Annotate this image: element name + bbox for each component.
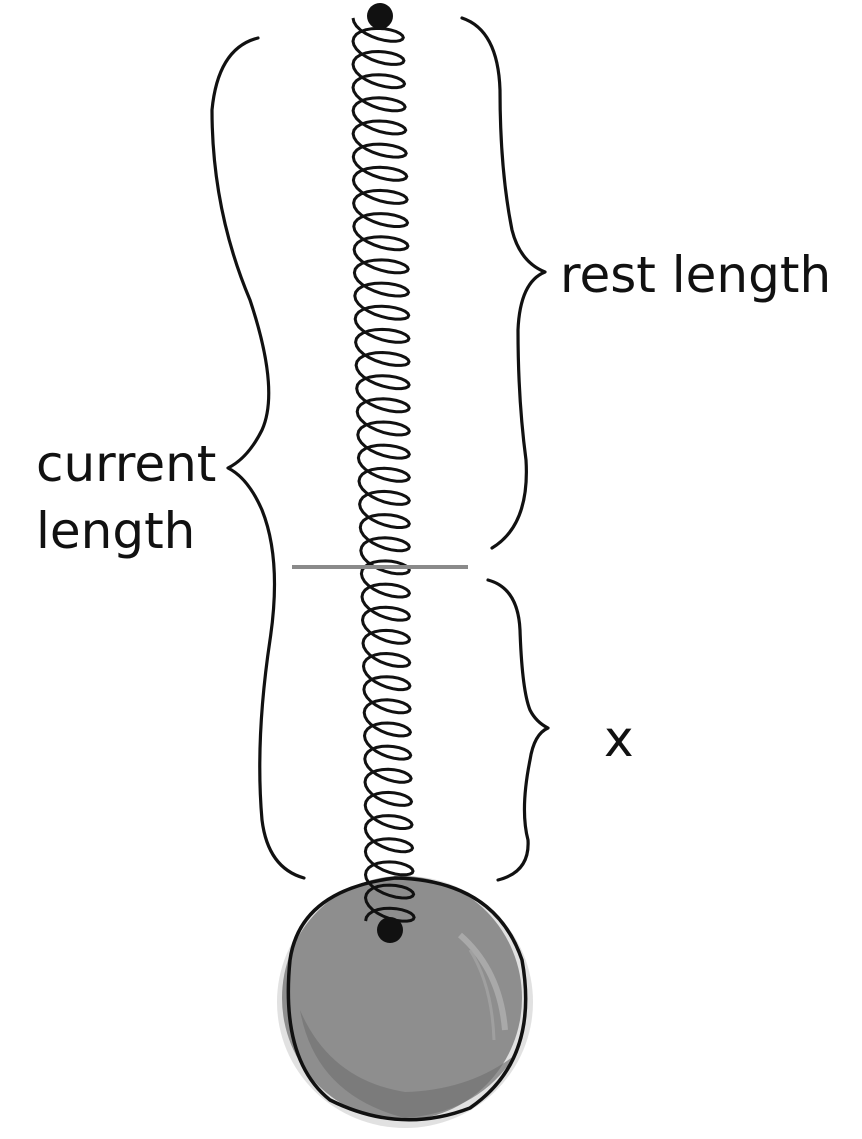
rest-length-label: rest length	[560, 246, 831, 304]
top-anchor-point	[367, 3, 393, 29]
displacement-brace	[486, 578, 550, 882]
current-length-label-line1: current	[36, 435, 216, 493]
mass-ball-outline	[286, 876, 528, 1122]
mass-ball-highlight-2	[468, 949, 496, 1041]
rest-length-brace	[460, 16, 547, 550]
displacement-label: x	[604, 710, 634, 768]
mass-ball	[277, 876, 533, 1128]
bottom-anchor-point	[377, 917, 403, 943]
current-length-brace	[210, 36, 306, 880]
spring-coil-path	[351, 17, 416, 923]
mass-ball-highlight	[458, 932, 508, 1031]
current-length-label-line2: length	[36, 502, 195, 560]
spring-coil	[351, 17, 416, 923]
mass-ball-shade	[300, 1010, 515, 1118]
